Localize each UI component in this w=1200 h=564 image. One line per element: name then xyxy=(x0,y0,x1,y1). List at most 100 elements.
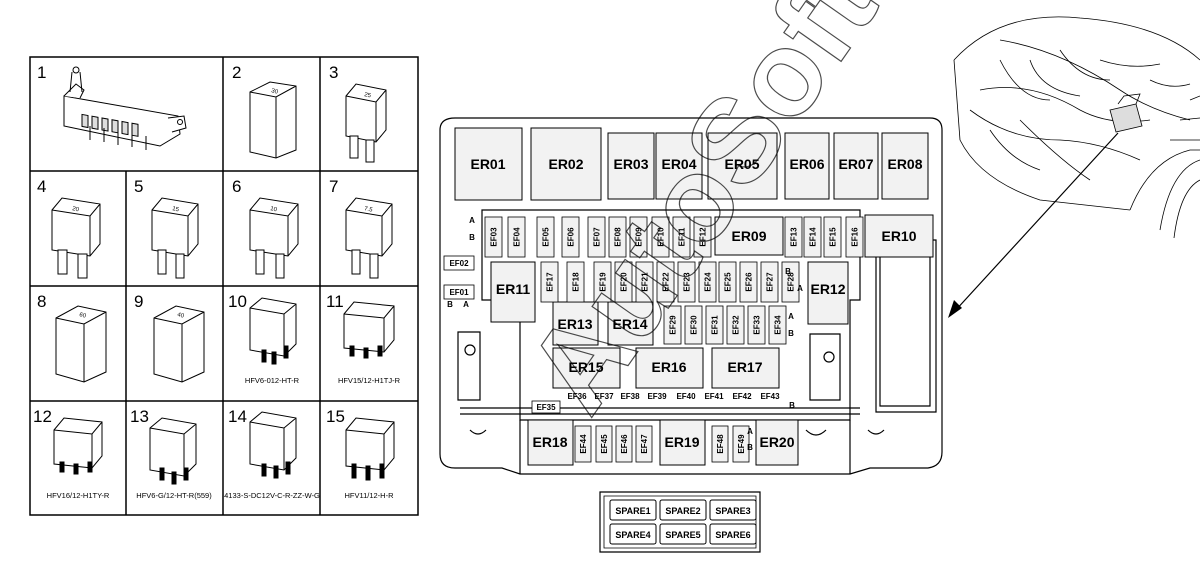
svg-text:ER07: ER07 xyxy=(838,156,873,172)
svg-text:EF32: EF32 xyxy=(732,315,741,335)
svg-text:ER03: ER03 xyxy=(613,156,648,172)
svg-text:EF02: EF02 xyxy=(449,259,469,268)
fuse-ef31: EF31 xyxy=(705,305,724,345)
fuse-ef38: EF38 xyxy=(618,390,642,402)
blade-fuse-7.5a-icon: 7.5 xyxy=(345,197,393,279)
spare-fuse-4: SPARE4 xyxy=(609,523,657,545)
row-marker-a-left: A xyxy=(463,300,469,309)
blade-fuse-20a-icon: 20 xyxy=(51,197,101,279)
svg-text:EF21: EF21 xyxy=(641,272,650,292)
relay-er19: ER19 xyxy=(659,419,706,466)
row-marker-b-left: B xyxy=(447,300,453,309)
svg-text:SPARE3: SPARE3 xyxy=(715,506,750,516)
relay-er17: ER17 xyxy=(711,347,780,389)
svg-text:EF12: EF12 xyxy=(699,227,708,247)
svg-text:ER09: ER09 xyxy=(731,228,766,244)
fuse-rating-7: 7.5 xyxy=(364,206,374,214)
row-marker-b-bottom: B xyxy=(789,401,795,410)
svg-text:ER16: ER16 xyxy=(651,359,686,375)
spare-fuse-2: SPARE2 xyxy=(659,499,707,521)
legend-number-12: 12 xyxy=(33,407,52,426)
fuse-ef18: EF18 xyxy=(566,261,585,303)
vehicle-engine-bay-illustration xyxy=(953,16,1200,239)
svg-text:EF22: EF22 xyxy=(662,272,671,292)
relay-er20: ER20 xyxy=(755,419,799,466)
svg-text:EF39: EF39 xyxy=(647,392,667,401)
fuse-ef09: EF09 xyxy=(629,216,648,258)
svg-text:EF20: EF20 xyxy=(620,272,629,292)
fuse-ef19: EF19 xyxy=(593,261,612,303)
svg-text:EF08: EF08 xyxy=(614,227,623,247)
relay-er08: ER08 xyxy=(881,132,929,200)
legend-number-11: 11 xyxy=(326,292,344,311)
svg-text:EF07: EF07 xyxy=(593,227,602,247)
relay-icon-14 xyxy=(249,411,297,479)
fuse-ef15: EF15 xyxy=(823,216,842,258)
svg-text:EF44: EF44 xyxy=(579,434,588,454)
row-marker-a-bottom: A xyxy=(747,427,753,436)
svg-text:EF18: EF18 xyxy=(572,272,581,292)
svg-text:SPARE1: SPARE1 xyxy=(615,506,650,516)
svg-text:EF30: EF30 xyxy=(690,315,699,335)
fuse-ef36: EF36 xyxy=(565,390,589,402)
row-marker-b-lower: B xyxy=(788,329,794,338)
fuse-ef07: EF07 xyxy=(587,216,606,258)
fuse-ef10: EF10 xyxy=(651,216,670,258)
svg-text:EF11: EF11 xyxy=(678,227,687,246)
spare-fuse-5: SPARE5 xyxy=(659,523,707,545)
svg-text:EF19: EF19 xyxy=(599,272,608,292)
fuse-ef45: EF45 xyxy=(595,425,613,463)
svg-text:ER20: ER20 xyxy=(759,434,794,450)
svg-text:ER02: ER02 xyxy=(548,156,583,172)
fuse-ef13: EF13 xyxy=(784,216,803,258)
svg-text:EF36: EF36 xyxy=(567,392,587,401)
fusible-link-strip-icon xyxy=(63,66,187,150)
legend-number-2: 2 xyxy=(232,63,241,82)
legend-number-4: 4 xyxy=(37,177,46,196)
fuse-ef43: EF43 xyxy=(758,390,782,402)
svg-text:ER17: ER17 xyxy=(727,359,762,375)
svg-text:EF25: EF25 xyxy=(724,272,733,292)
svg-text:ER10: ER10 xyxy=(881,228,916,244)
fuse-ef04: EF04 xyxy=(507,216,526,258)
legend-number-10: 10 xyxy=(228,292,247,311)
svg-text:EF09: EF09 xyxy=(635,227,644,247)
spare-fuse-6: SPARE6 xyxy=(709,523,757,545)
fuse-rating-9: 40 xyxy=(176,312,185,320)
fuse-rating-8: 60 xyxy=(78,312,87,320)
row-marker-a-upper: A xyxy=(469,216,475,225)
legend-number-8: 8 xyxy=(37,292,46,311)
svg-text:EF45: EF45 xyxy=(600,434,609,454)
fuse-ef16: EF16 xyxy=(845,216,864,258)
fuse-ef39: EF39 xyxy=(645,390,669,402)
relay-caption-15: HFV11/12-H-R xyxy=(344,491,394,500)
fuse-ef05: EF05 xyxy=(536,216,555,258)
fuse-ef03: EF03 xyxy=(484,216,503,258)
relay-icon-10 xyxy=(249,297,297,365)
svg-text:ER06: ER06 xyxy=(789,156,824,172)
fuse-ef32: EF32 xyxy=(726,305,745,345)
fuse-ef40: EF40 xyxy=(674,390,698,402)
fuse-ef47: EF47 xyxy=(635,425,653,463)
relay-icon-13 xyxy=(149,417,197,485)
relay-er09: ER09 xyxy=(714,216,784,256)
svg-text:EF01: EF01 xyxy=(449,288,469,297)
fuse-ef23: EF23 xyxy=(677,261,696,303)
svg-text:EF04: EF04 xyxy=(513,227,522,247)
relay-caption-10: HFV6-012-HT-R xyxy=(245,376,300,385)
relay-icon-12 xyxy=(53,417,103,475)
svg-text:EF46: EF46 xyxy=(620,434,629,454)
fuse-ef33: EF33 xyxy=(747,305,766,345)
fuse-ef26: EF26 xyxy=(739,261,758,303)
legend-number-3: 3 xyxy=(329,63,338,82)
fuse-ef08: EF08 xyxy=(608,216,627,258)
relay-er11: ER11 xyxy=(490,261,536,323)
relay-er02: ER02 xyxy=(530,127,602,201)
svg-text:SPARE6: SPARE6 xyxy=(715,530,750,540)
fuse-ef01: EF01 xyxy=(443,284,475,300)
svg-text:EF05: EF05 xyxy=(542,227,551,247)
